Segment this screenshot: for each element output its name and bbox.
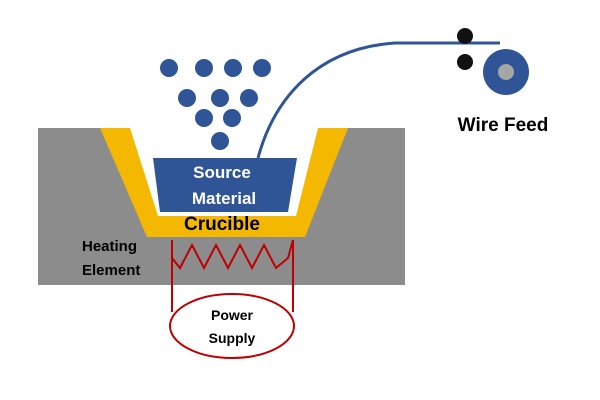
feed-roller-top [457, 28, 473, 44]
source-material-label-line1: Source [193, 163, 251, 182]
crucible [100, 128, 348, 237]
crucible-label: Crucible [184, 214, 260, 235]
vapor-particle [224, 59, 242, 77]
vapor-particle [223, 109, 241, 127]
power-supply-label-line1: Power [211, 307, 254, 323]
vapor-particle [178, 89, 196, 107]
heating-element [171, 239, 294, 271]
power-supply [169, 293, 295, 359]
vapor-particle [195, 59, 213, 77]
wire-spool-hub [498, 64, 514, 80]
heating-element-label-line1: Heating [82, 238, 137, 255]
furnace-block [38, 128, 405, 285]
wire-feed-label: Wire Feed [458, 115, 549, 136]
feed-roller-bottom [457, 54, 473, 70]
vapor-particle [211, 132, 229, 150]
power-supply-label-line2: Supply [209, 330, 256, 346]
feed-wire [256, 41, 500, 159]
source-material-label-line2: Material [192, 189, 256, 208]
source-material [153, 158, 297, 212]
vapor-particle [160, 59, 178, 77]
vapor-particle [253, 59, 271, 77]
heating-element-label-line2: Element [82, 262, 140, 279]
vapor-particle [195, 109, 213, 127]
vapor-particle [240, 89, 258, 107]
vapor-particle [211, 89, 229, 107]
vapor-particles [160, 59, 271, 150]
